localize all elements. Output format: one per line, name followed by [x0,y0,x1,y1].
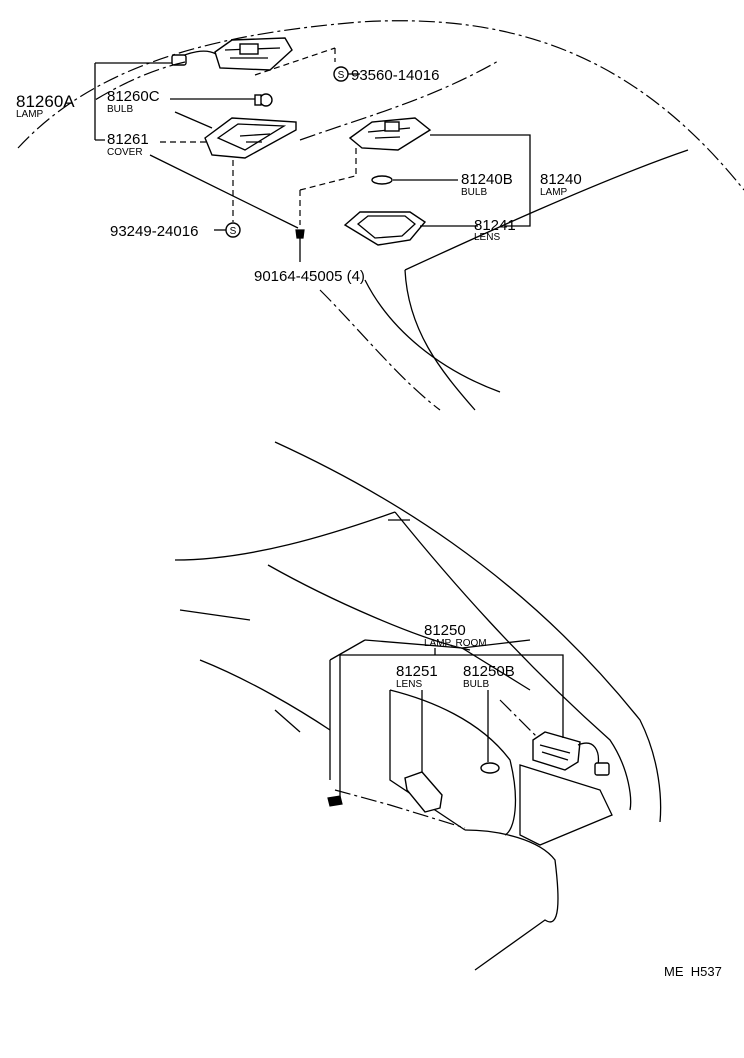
svg-text:81250B: 81250B [463,663,515,680]
label-81251: 81251 LENS [396,663,438,690]
screw-90164-leader [149,154,356,262]
svg-text:LAMP, ROOM: LAMP, ROOM [424,638,487,649]
svg-text:S: S [338,70,345,81]
svg-text:BULB: BULB [107,104,133,115]
s-symbol-93560: S [333,66,349,82]
svg-text:81240B: 81240B [461,171,513,188]
lens-81241[interactable] [343,211,427,246]
label-81250: 81250 LAMP, ROOM [424,622,487,649]
svg-text:81261: 81261 [107,131,149,148]
lamp-81260A-assembly[interactable] [171,37,293,71]
label-81250B: 81250B BULB [463,663,515,690]
bulb-81240B[interactable] [371,175,393,185]
svg-text:S: S [230,226,237,237]
label-93560-14016: 93560-14016 [351,67,439,84]
svg-text:LENS: LENS [396,679,422,690]
label-81261: 81261 COVER [107,131,149,158]
svg-text:LENS: LENS [474,232,500,243]
roof-outline-upper [17,20,744,411]
bulb-81250B[interactable] [480,762,500,774]
cover-81261[interactable] [204,117,297,159]
svg-text:LAMP: LAMP [16,109,44,120]
svg-text:COVER: COVER [107,147,143,158]
lamp-81260A-leader [94,47,336,141]
screw-90164[interactable] [295,229,305,250]
label-90164-45005: 90164-45005 (4) [254,268,365,285]
roof-outline-lower [174,441,662,971]
svg-text:81260C: 81260C [107,88,160,105]
lamp-81250-leader [339,648,564,800]
svg-text:LAMP: LAMP [540,187,568,198]
bulb-81260C[interactable] [254,93,273,107]
cover-81261-leader [160,111,234,222]
svg-text:81241: 81241 [474,217,516,234]
lamp-81250-room[interactable] [532,731,610,776]
label-81240B: 81240B BULB [461,171,513,198]
label-81260A: 81260A LAMP [16,92,75,120]
lamp-81240-leader [355,134,531,227]
lamp-81240-body[interactable] [348,117,432,151]
svg-text:BULB: BULB [461,187,487,198]
label-81260C: 81260C BULB [107,88,160,115]
reference-code: ME H537 [664,964,722,979]
label-81240: 81240 LAMP [540,171,582,198]
svg-text:BULB: BULB [463,679,489,690]
label-93249-24016: 93249-24016 [110,223,198,240]
screw-lower[interactable] [327,795,343,807]
svg-text:81260A: 81260A [16,92,75,111]
label-81241: 81241 LENS [474,217,516,243]
s-symbol-93249: S [225,222,241,238]
svg-text:81240: 81240 [540,171,582,188]
lens-81251[interactable] [404,771,443,813]
svg-text:81251: 81251 [396,663,438,680]
svg-text:81250: 81250 [424,622,466,639]
